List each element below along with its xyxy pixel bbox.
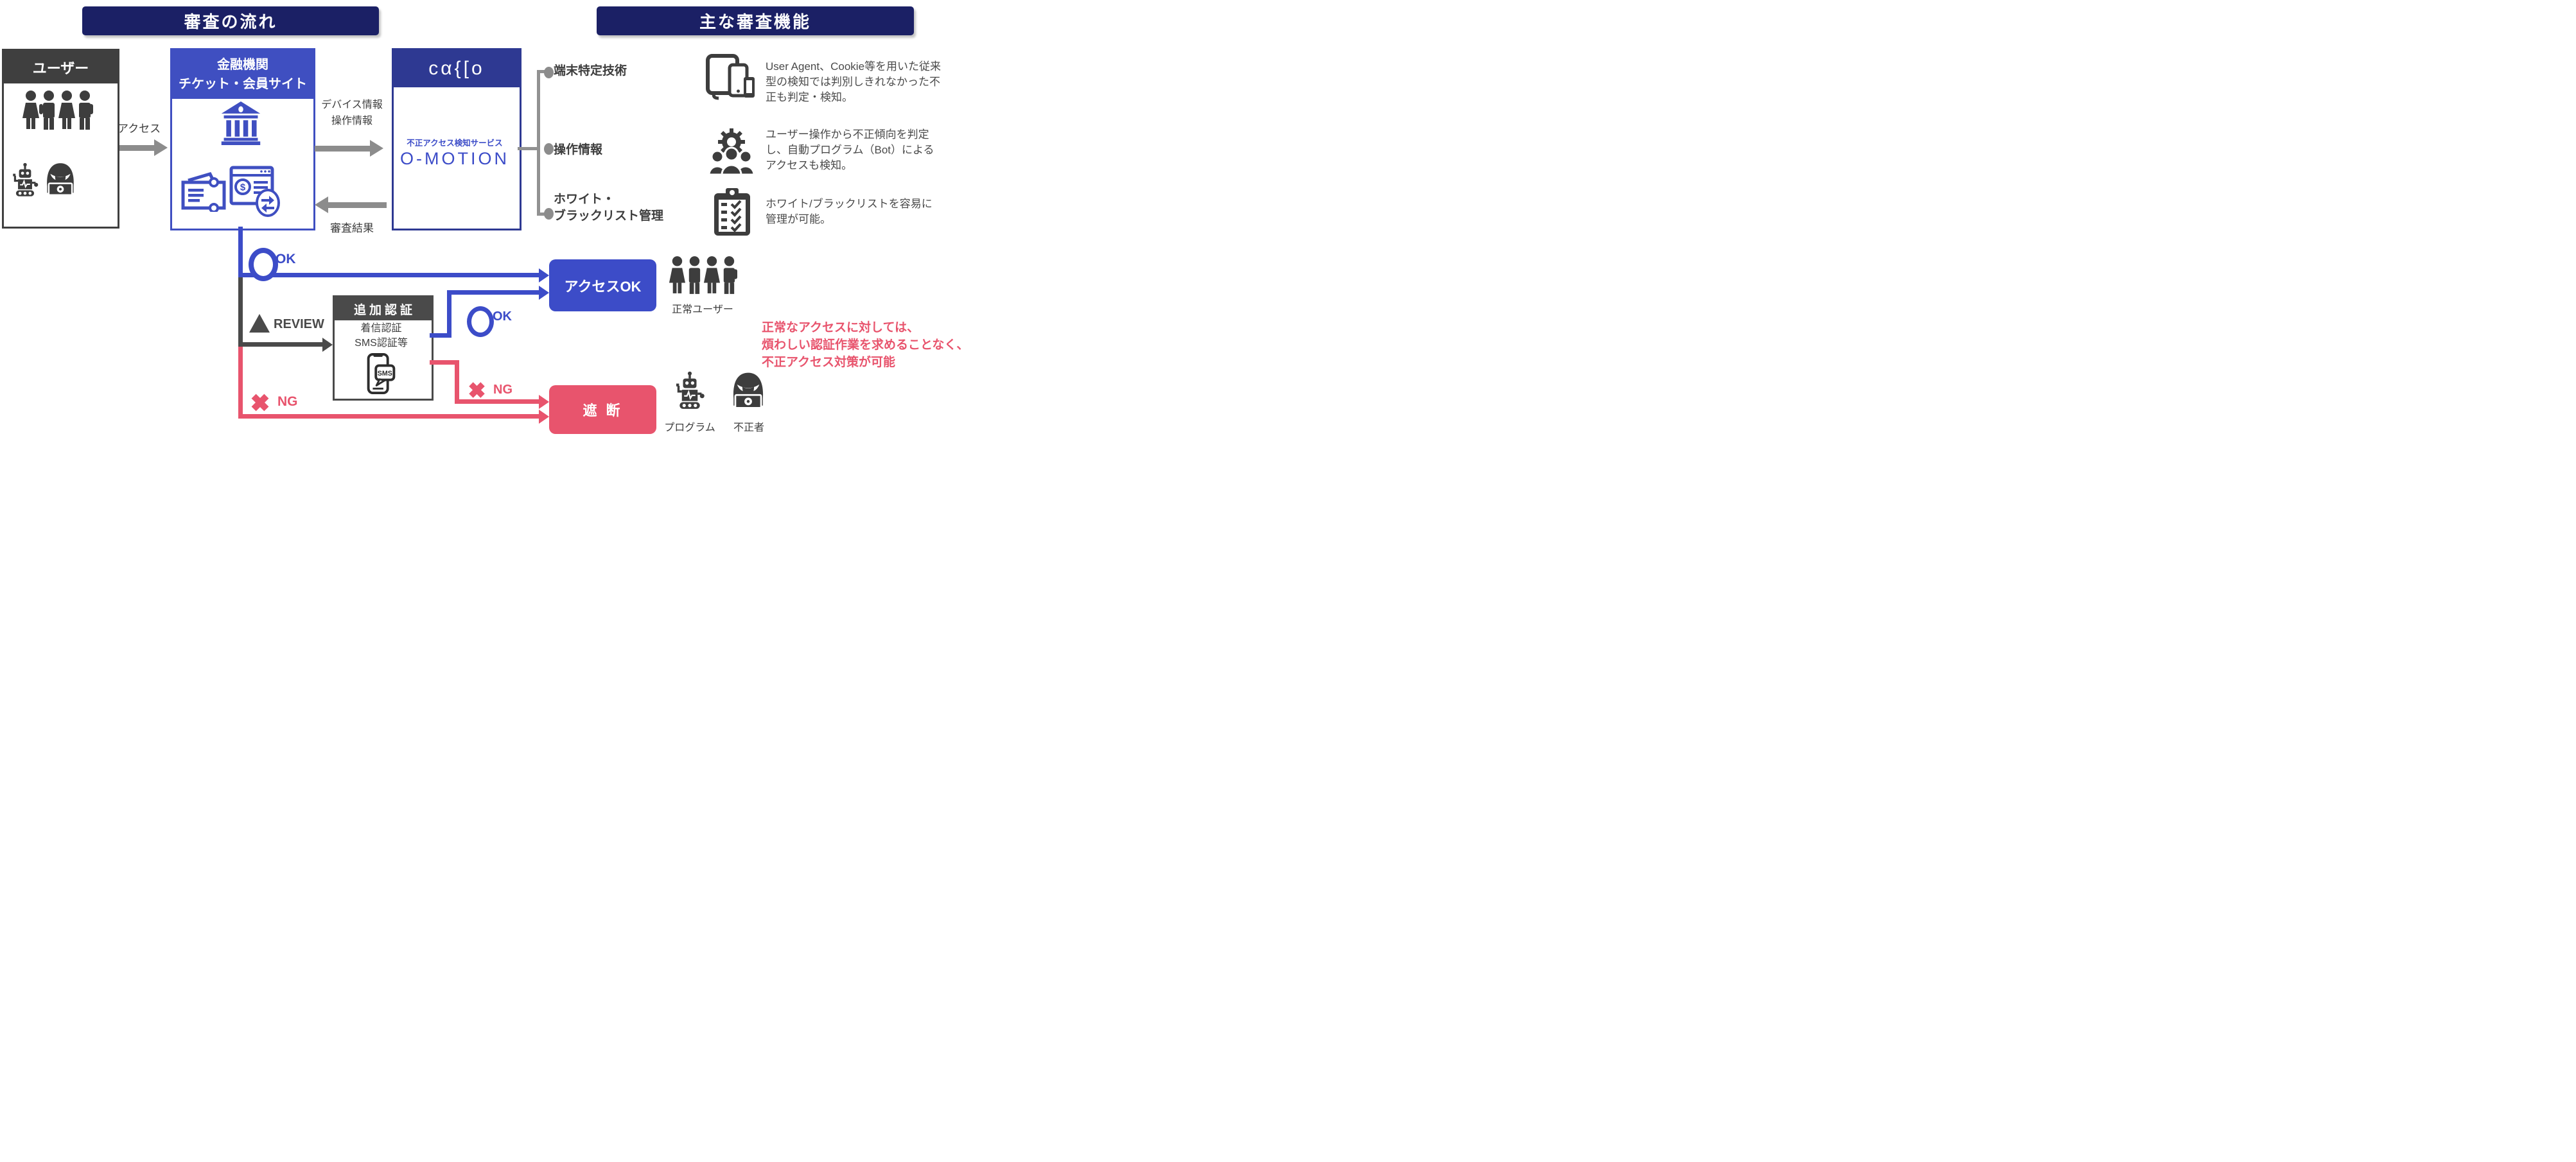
ok-label-1: OK bbox=[276, 252, 296, 266]
ng-label-1: NG bbox=[277, 394, 298, 409]
omotion-box-header: cα{[o bbox=[394, 50, 520, 87]
auth-ng-horizontal-line bbox=[455, 399, 539, 404]
from-omotion-arrow-line bbox=[328, 202, 387, 208]
flow-ng-arrow-head-icon bbox=[539, 410, 549, 424]
flow-ok-arrow-head-icon bbox=[539, 268, 549, 282]
connector-dot-2-icon bbox=[544, 143, 554, 155]
access-ok-label: アクセスOK bbox=[564, 278, 642, 295]
flow-review-arrow-head-icon bbox=[322, 338, 333, 352]
auth-box-title: 追加認証 bbox=[353, 303, 416, 317]
flow-ok-vertical-line bbox=[238, 227, 243, 276]
feature-1-description: User Agent、Cookie等を用いた従来 型の検知では判別しきれなかった… bbox=[766, 60, 942, 104]
normal-users-caption: 正常ユーザー bbox=[672, 304, 733, 315]
user-group-icon bbox=[22, 91, 93, 130]
access-ok-box: アクセスOK bbox=[549, 259, 656, 311]
fraudster-caption: 不正者 bbox=[733, 422, 764, 433]
feature-3-label: ホワイト・ ブラックリスト管理 bbox=[554, 193, 664, 223]
connector-spine bbox=[537, 70, 540, 216]
to-omotion-arrow-head-icon bbox=[370, 140, 383, 157]
connector-dot-3-icon bbox=[544, 208, 554, 220]
auth-ng-vertical-line bbox=[455, 360, 459, 401]
feature-2-description: ユーザー操作から不正傾向を判定 し、自動プログラム（Bot）による アクセスも検… bbox=[766, 128, 934, 172]
connector-dot-1-icon bbox=[544, 67, 554, 78]
feature-2-label: 操作情報 bbox=[554, 143, 603, 157]
ticket-icon bbox=[181, 172, 226, 212]
auth-ng-exit-line bbox=[430, 360, 459, 365]
functions-section-title: 主な審査機能 bbox=[699, 12, 811, 31]
feature-3-description: ホワイト/ブラックリストを容易に 管理が可能。 bbox=[766, 198, 933, 226]
omotion-product-name: O-MOTION bbox=[400, 149, 509, 168]
list-management-icon bbox=[714, 188, 750, 236]
ng-cross-icon bbox=[251, 394, 269, 412]
from-omotion-arrow-head-icon bbox=[315, 196, 328, 213]
diagram-canvas: 審査の流れ 主な審査機能 ユーザー bbox=[0, 0, 1001, 451]
user-box-header: ユーザー bbox=[4, 51, 118, 83]
user-box: ユーザー bbox=[2, 49, 119, 229]
auth-box: 追加認証 bbox=[333, 295, 434, 401]
auth-ng-arrow-head-icon bbox=[539, 395, 549, 409]
cacco-logo: cα{[o bbox=[428, 58, 485, 79]
block-label: 遮 断 bbox=[583, 403, 623, 419]
ok-circle-2-icon bbox=[467, 306, 494, 337]
ok-circle-icon bbox=[249, 248, 278, 281]
flow-review-horizontal-line bbox=[238, 342, 322, 347]
flow-ok-horizontal-line bbox=[238, 273, 539, 277]
connector-stub-3 bbox=[540, 212, 547, 216]
auth-ok-arrow-head-icon bbox=[539, 286, 549, 300]
payment-window-icon: $ bbox=[229, 166, 280, 217]
flow-section-banner: 審査の流れ bbox=[82, 6, 379, 35]
access-label: アクセス bbox=[118, 123, 161, 135]
note-text: 正常なアクセスに対しては、 煩わしい認証作業を求めることなく、 不正アクセス対策… bbox=[762, 321, 969, 369]
auth-box-header: 追加認証 bbox=[335, 297, 432, 320]
hacker-icon bbox=[47, 163, 74, 196]
omotion-service-label: 不正アクセス検知サービス bbox=[407, 139, 503, 148]
ng-label-2: NG bbox=[493, 383, 513, 397]
review-triangle-icon bbox=[249, 314, 270, 333]
flow-ng-vertical-line bbox=[238, 347, 243, 419]
access-arrow-line bbox=[119, 145, 154, 151]
sms-phone-icon: SMS bbox=[367, 353, 396, 394]
auth-methods-label: 着信認証 SMS認証等 bbox=[355, 323, 408, 349]
feature-1-label: 端末特定技術 bbox=[554, 64, 627, 78]
functions-section-banner: 主な審査機能 bbox=[597, 6, 914, 35]
connector-stub-1 bbox=[540, 70, 547, 73]
connector-line bbox=[518, 147, 538, 150]
site-box-header: 金融機関 チケット・会員サイト bbox=[172, 50, 313, 99]
auth-ok-exit-line bbox=[430, 333, 451, 338]
bank-icon bbox=[221, 101, 261, 145]
auth-ok-vertical-line bbox=[447, 290, 451, 338]
omotion-box: cα{[o bbox=[392, 48, 521, 230]
auth-ok-horizontal-line bbox=[447, 290, 539, 295]
access-arrow-head-icon bbox=[154, 139, 168, 156]
program-caption: プログラム bbox=[664, 422, 715, 433]
device-info-label: デバイス情報 操作情報 bbox=[321, 100, 383, 126]
flow-ng-horizontal-line bbox=[238, 414, 539, 419]
block-box: 遮 断 bbox=[549, 385, 656, 434]
program-bot-icon bbox=[676, 371, 705, 409]
user-box-title: ユーザー bbox=[32, 60, 89, 76]
result-label: 審査結果 bbox=[330, 222, 374, 234]
normal-users-icon bbox=[669, 256, 737, 294]
to-omotion-arrow-line bbox=[315, 146, 370, 152]
bot-icon bbox=[13, 162, 39, 196]
review-label: REVIEW bbox=[274, 317, 324, 331]
svg-text:$: $ bbox=[240, 182, 246, 193]
devices-icon bbox=[706, 54, 755, 100]
ng-cross-2-icon bbox=[469, 382, 485, 398]
sms-bubble-text: SMS bbox=[378, 370, 392, 377]
fraudster-icon bbox=[733, 372, 764, 409]
flow-section-title: 審査の流れ bbox=[184, 12, 277, 31]
ok-label-2: OK bbox=[493, 309, 512, 324]
site-box-title: 金融機関 チケット・会員サイト bbox=[179, 58, 307, 91]
flow-review-vertical-line bbox=[238, 277, 243, 347]
bot-detection-icon bbox=[708, 128, 755, 176]
